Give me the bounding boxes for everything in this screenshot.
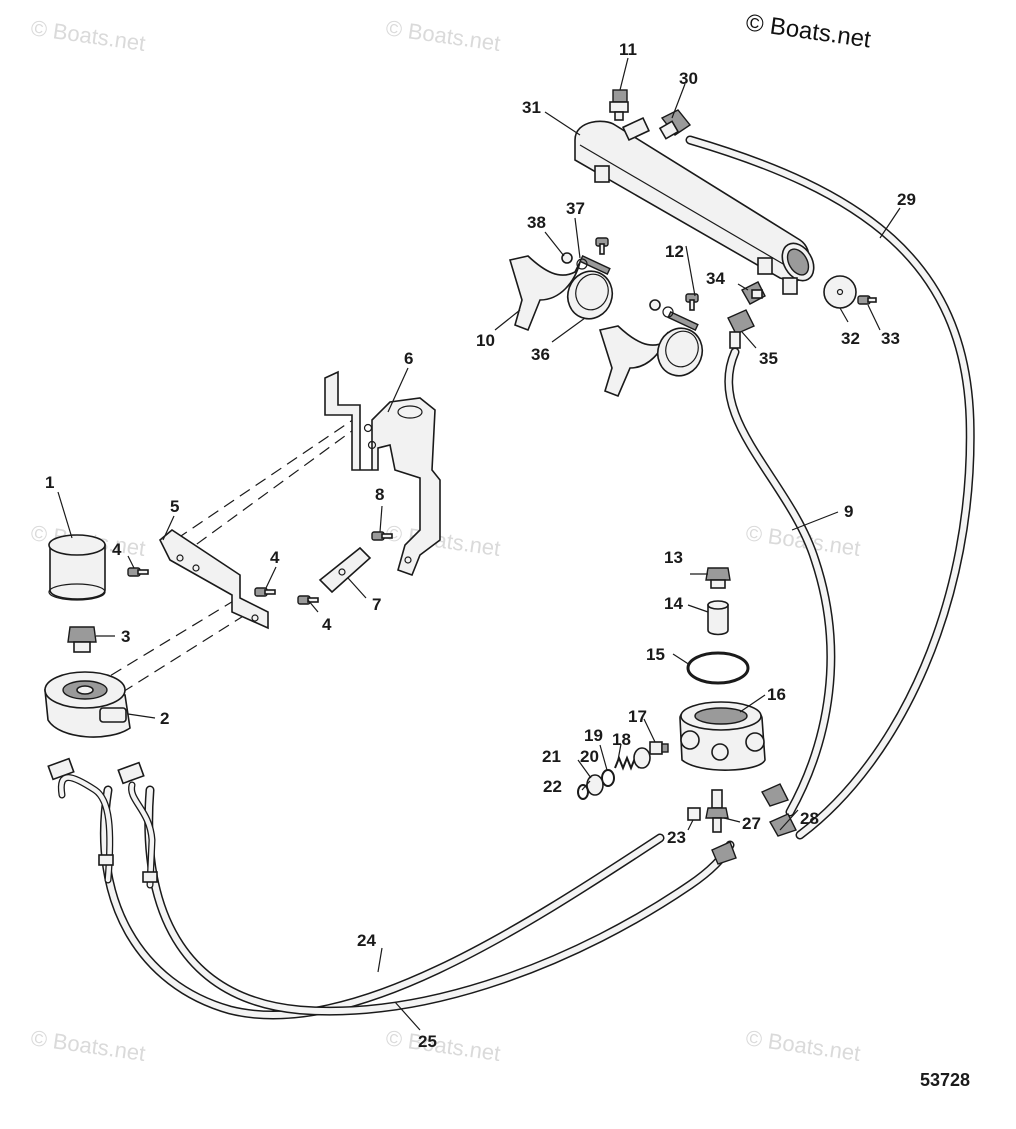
oil-filter xyxy=(48,534,106,601)
end-plate xyxy=(823,275,857,309)
o-ring-15 xyxy=(686,651,750,685)
hose-clip xyxy=(318,546,372,594)
callout-4b: 4 xyxy=(270,548,280,567)
figure-number: 53728 xyxy=(920,1070,970,1090)
callout-27: 27 xyxy=(742,814,761,833)
fitting-3 xyxy=(67,626,97,653)
callout-28: 28 xyxy=(800,809,819,828)
watermark-top-left: © Boats.net xyxy=(29,15,147,56)
hose-collar-24 xyxy=(98,854,114,866)
watermark-bottom-center: © Boats.net xyxy=(384,1025,502,1066)
callout-31: 31 xyxy=(522,98,541,117)
fitting-13 xyxy=(705,567,731,589)
washer-nut xyxy=(561,237,699,318)
copyright-notice: © Boats.net xyxy=(744,9,873,53)
callout-5: 5 xyxy=(170,497,179,516)
callout-30: 30 xyxy=(679,69,698,88)
callout-6: 6 xyxy=(404,349,413,368)
screw-33 xyxy=(857,295,877,305)
callout-25: 25 xyxy=(418,1032,437,1051)
seals xyxy=(577,747,651,800)
callout-13: 13 xyxy=(664,548,683,567)
callout-34: 34 xyxy=(706,269,725,288)
fitting-34 xyxy=(741,281,766,305)
callout-19: 19 xyxy=(584,726,603,745)
hoses xyxy=(47,135,975,1020)
oil-cooler xyxy=(574,116,815,295)
callout-8: 8 xyxy=(375,485,384,504)
filter-adapter xyxy=(44,671,131,738)
watermark-bottom-right: © Boats.net xyxy=(744,1025,862,1066)
callout-12: 12 xyxy=(665,242,684,261)
callout-17: 17 xyxy=(628,707,647,726)
callout-16: 16 xyxy=(767,685,786,704)
fitting-11 xyxy=(609,89,629,121)
callout-1: 1 xyxy=(45,473,54,492)
callout-29: 29 xyxy=(897,190,916,209)
callout-21: 21 xyxy=(542,747,561,766)
callout-38: 38 xyxy=(527,213,546,232)
tube-fitting-left xyxy=(47,757,145,785)
watermark-top-center: © Boats.net xyxy=(384,15,502,56)
callout-2: 2 xyxy=(160,709,169,728)
filter-bracket xyxy=(159,529,269,630)
sleeve-14 xyxy=(707,600,729,636)
callout-15: 15 xyxy=(646,645,665,664)
callout-7: 7 xyxy=(372,595,381,614)
watermark-bottom-left: © Boats.net xyxy=(29,1025,147,1066)
hose-collar-25 xyxy=(142,871,158,883)
bolts-4 xyxy=(127,567,319,605)
hose-end-fitting-25 xyxy=(711,841,737,865)
callout-18: 18 xyxy=(612,730,631,749)
clamps xyxy=(566,255,704,377)
callout-11: 11 xyxy=(619,40,637,59)
callout-9: 9 xyxy=(844,502,853,521)
fitting-35 xyxy=(727,309,755,349)
callout-37: 37 xyxy=(566,199,585,218)
callout-3: 3 xyxy=(121,627,130,646)
watermarks: © Boats.net © Boats.net © Boats.net © Bo… xyxy=(29,15,862,1066)
callout-22: 22 xyxy=(543,777,562,796)
valve-housing xyxy=(679,701,766,771)
callouts: 1 2 3 4 4 4 5 6 7 8 9 10 11 12 13 14 15 … xyxy=(45,40,916,1051)
plug-17 xyxy=(649,741,669,755)
elbow-fitting-30 xyxy=(658,109,692,140)
fitting-27 xyxy=(705,789,729,833)
leader-lines xyxy=(57,57,901,1031)
callout-23: 23 xyxy=(667,828,686,847)
alignment-lines xyxy=(94,414,361,701)
bolt-8 xyxy=(371,531,393,541)
plug-23 xyxy=(687,807,701,821)
mounting-bracket xyxy=(324,370,441,577)
callout-4a: 4 xyxy=(112,540,122,559)
callout-33: 33 xyxy=(881,329,900,348)
callout-36: 36 xyxy=(531,345,550,364)
callout-4c: 4 xyxy=(322,615,332,634)
callout-24: 24 xyxy=(357,931,376,950)
callout-20: 20 xyxy=(580,747,599,766)
callout-14: 14 xyxy=(664,594,683,613)
callout-32: 32 xyxy=(841,329,860,348)
callout-35: 35 xyxy=(759,349,778,368)
callout-10: 10 xyxy=(476,331,495,350)
